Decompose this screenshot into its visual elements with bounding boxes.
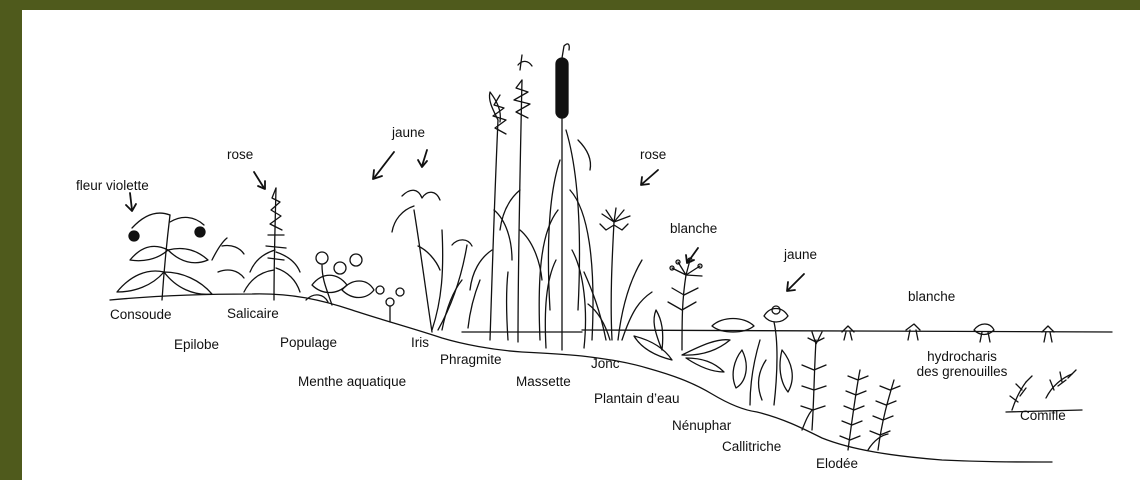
label-nenuphar: Nénuphar	[672, 418, 731, 433]
plantain-plant	[634, 258, 730, 372]
diagram-frame: fleur violette rose jaune rose blanche j…	[22, 10, 1140, 480]
label-callitriche: Callitriche	[722, 439, 781, 454]
label-plantain-deau: Plantain d’eau	[594, 391, 680, 406]
elodee-plant	[840, 370, 900, 450]
label-blanche-hydrocharis: blanche	[908, 289, 955, 304]
label-hydrocharis-line1: hydrocharis	[902, 349, 1022, 364]
label-populage: Populage	[280, 335, 337, 350]
riverbank-plant-illustration	[22, 10, 1140, 480]
label-iris: Iris	[411, 335, 429, 350]
jonc-plant	[584, 208, 652, 340]
label-jonc: Jonc	[591, 356, 620, 371]
arrow-fleur-violette	[126, 193, 136, 211]
arrow-rose-salicaire	[254, 172, 265, 189]
label-massette: Massette	[516, 374, 571, 389]
nenuphar-plant	[712, 306, 792, 405]
iris-plant	[392, 190, 480, 332]
label-hydrocharis: hydrocharis des grenouilles	[902, 349, 1022, 379]
callitriche-plant	[801, 332, 826, 430]
salicaire-plant	[244, 188, 300, 300]
massette-plant	[539, 44, 593, 350]
label-hydrocharis-line2: des grenouilles	[902, 364, 1022, 379]
phragmite-plant	[470, 55, 542, 342]
label-menthe-aquatique: Menthe aquatique	[298, 374, 406, 389]
label-salicaire: Salicaire	[227, 306, 279, 321]
label-jaune-iris: jaune	[392, 125, 425, 140]
label-epilobe: Epilobe	[174, 337, 219, 352]
label-fleur-violette: fleur violette	[76, 178, 149, 193]
label-rose-jonc: rose	[640, 147, 666, 162]
arrow-jaune-iris-1	[373, 152, 394, 179]
arrow-blanche-plantain	[686, 248, 698, 263]
label-consoude: Consoude	[110, 307, 172, 322]
consoude-plant	[117, 213, 244, 300]
label-jaune-nenuphar: jaune	[784, 247, 817, 262]
label-blanche-plantain: blanche	[670, 221, 717, 236]
label-elodee: Elodée	[816, 456, 858, 471]
water-surface	[582, 330, 1112, 332]
arrow-jaune-iris-2	[418, 150, 427, 167]
arrow-rose-jonc	[641, 170, 658, 185]
arrow-jaune-nenuphar	[787, 274, 804, 291]
label-cornifle: Comifle	[1020, 408, 1066, 423]
label-rose-salicaire: rose	[227, 147, 253, 162]
label-phragmite: Phragmite	[440, 352, 502, 367]
hydrocharis-plants	[842, 324, 1054, 342]
